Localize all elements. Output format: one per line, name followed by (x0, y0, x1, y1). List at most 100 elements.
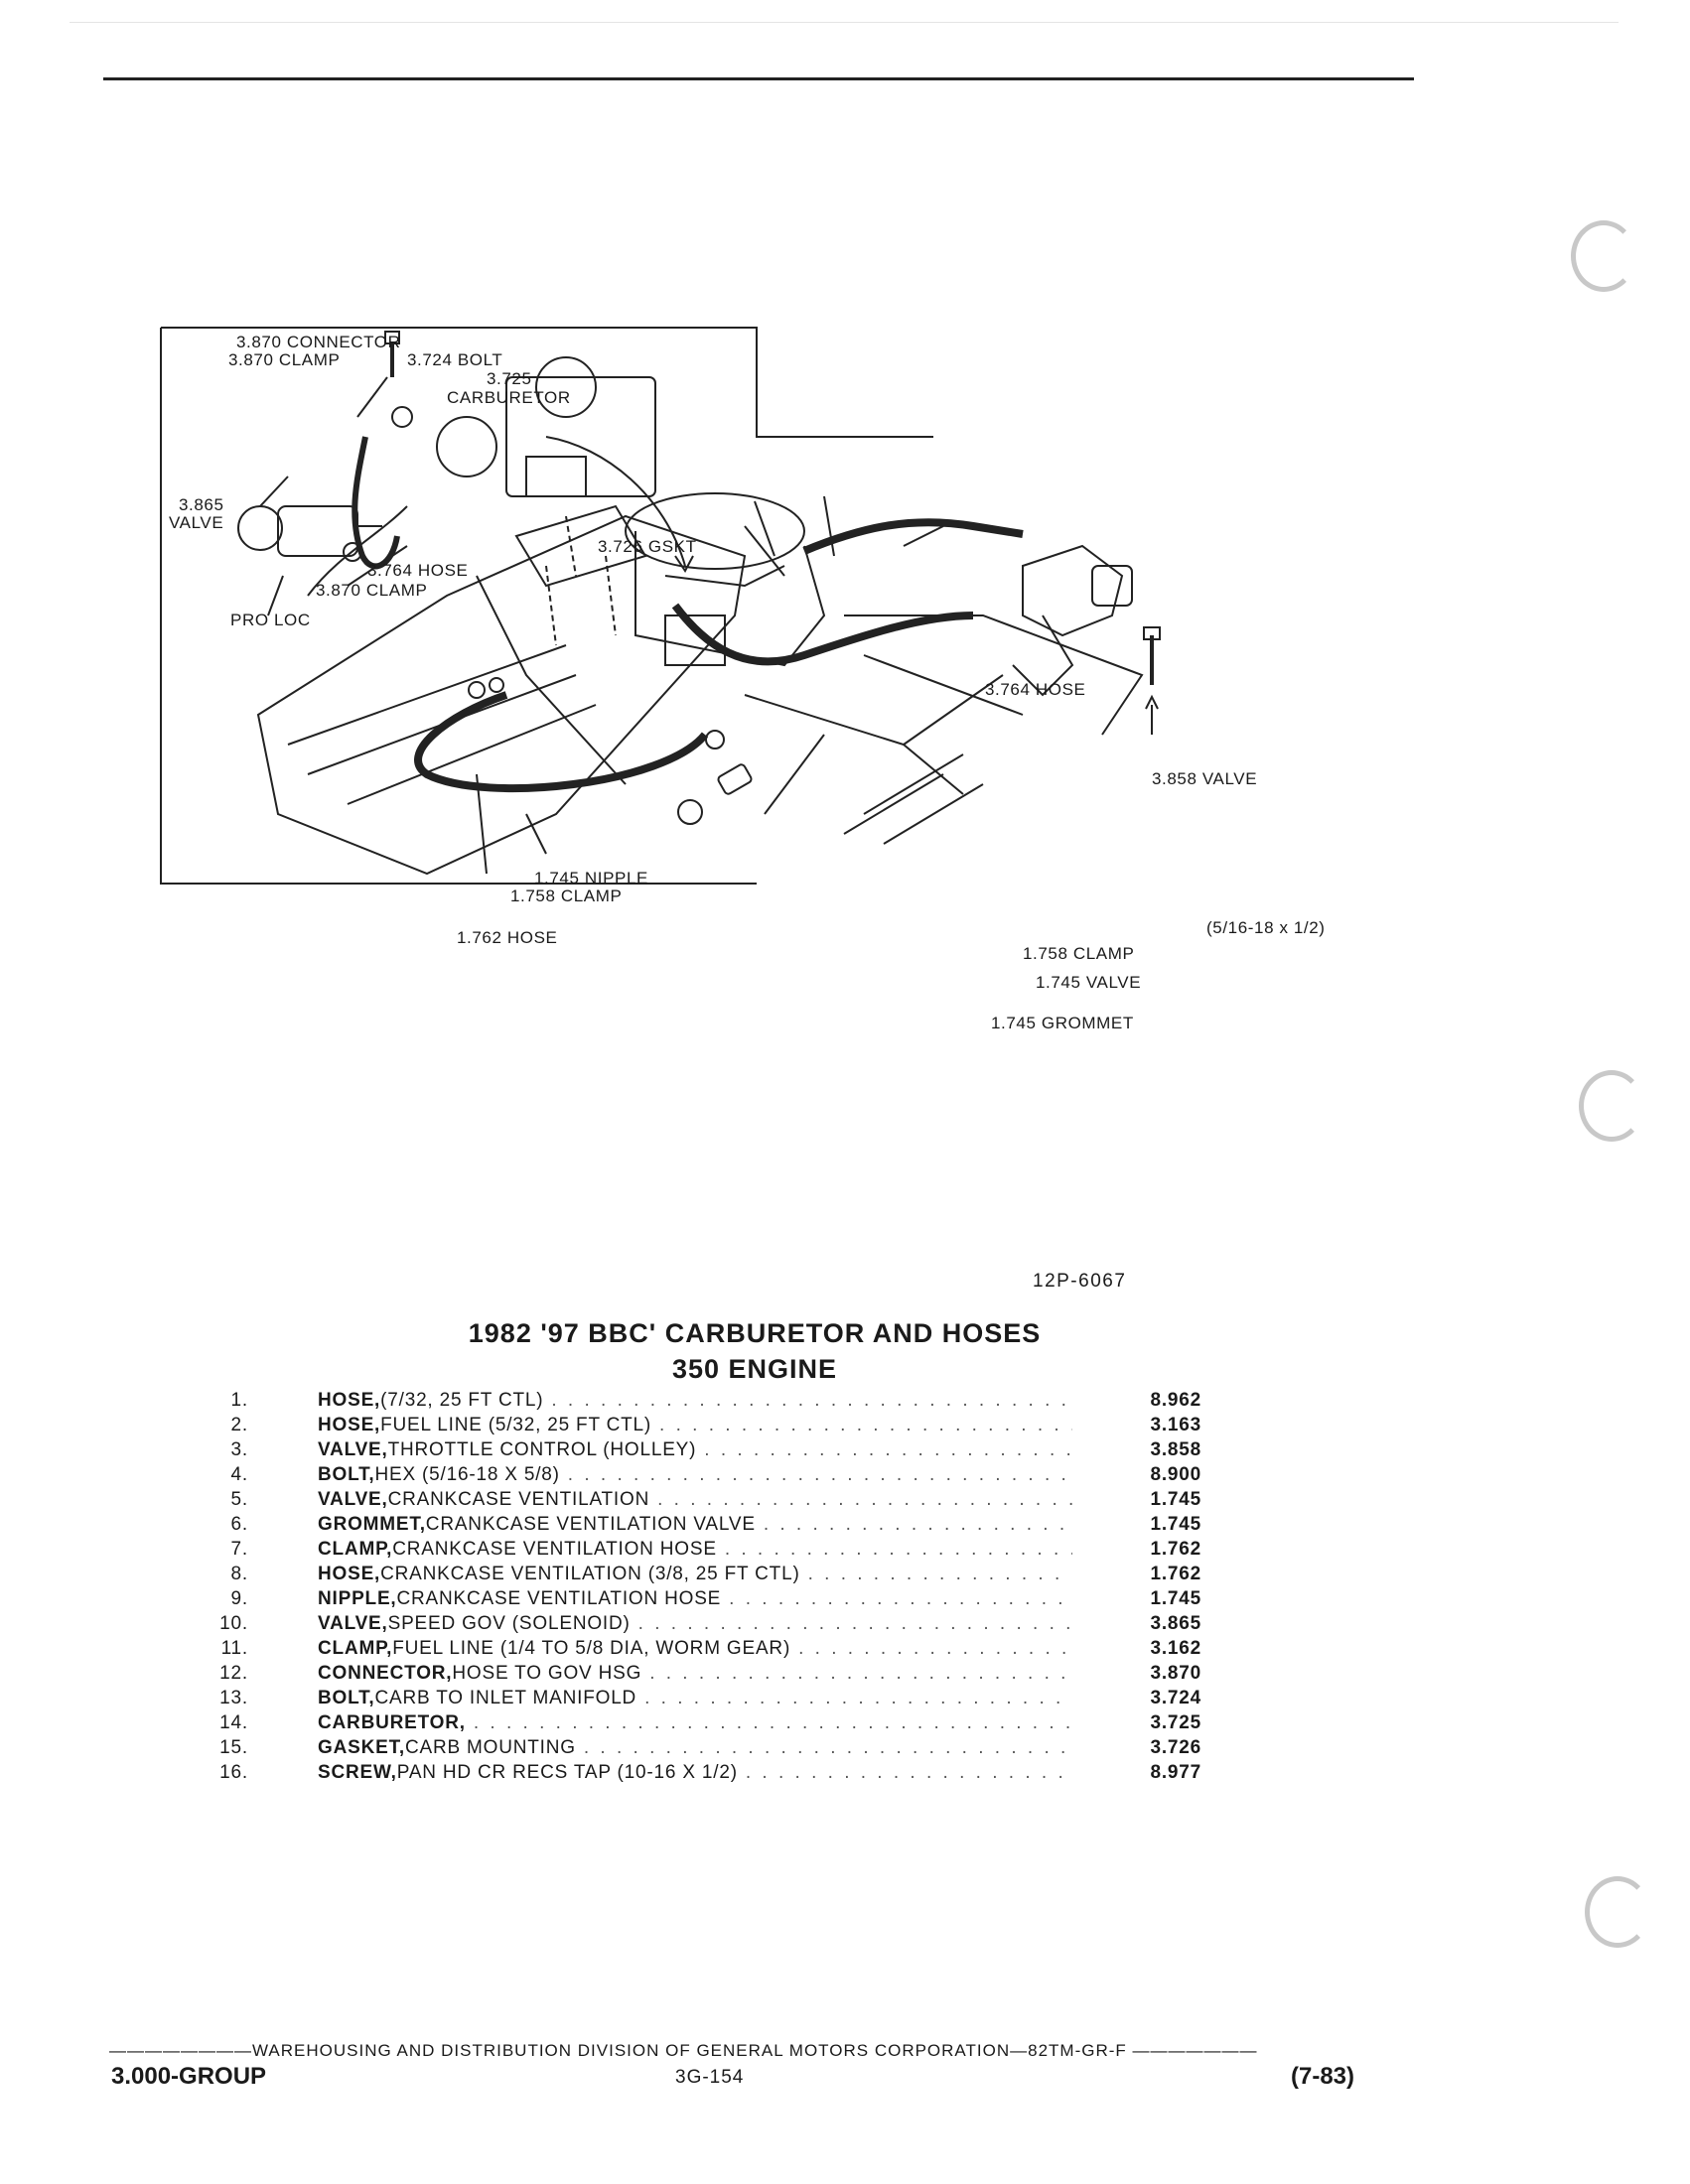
footer-page-number: 3G-154 (675, 2067, 745, 2088)
part-detail: CRANKCASE VENTILATION VALVE (425, 1514, 756, 1535)
dot-leader (631, 1613, 1072, 1635)
part-detail: HEX (5/16-18 X 5/8) (374, 1464, 560, 1485)
figure-code: 12P-6067 (1033, 1271, 1127, 1292)
part-group-number: 3.724 (1150, 1688, 1201, 1708)
label-clamp-3870-bottom: 3.870 CLAMP (316, 581, 427, 600)
binder-hole-icon (1579, 1070, 1644, 1142)
label-connector-3870: 3.870 CONNECTOR (236, 333, 401, 351)
part-detail: CRANKCASE VENTILATION HOSE (392, 1539, 717, 1560)
dot-leader (576, 1737, 1072, 1759)
parts-list-row: 4. BOLT, HEX (5/16-18 X 5/8) 8.900 (199, 1464, 1271, 1489)
part-number: 4. (230, 1464, 248, 1485)
label-bolt-size: (5/16-18 x 1/2) (1206, 918, 1326, 937)
label-valve-3865-word: VALVE (169, 513, 223, 532)
part-number: 7. (230, 1539, 248, 1560)
label-valve-3858: 3.858 VALVE (1152, 769, 1257, 788)
part-description: SCREW, PAN HD CR RECS TAP (10-16 X 1/2) (318, 1762, 1072, 1784)
speed-gov-valve-shape (277, 505, 358, 557)
part-description: VALVE, CRANKCASE VENTILATION (318, 1489, 1072, 1511)
part-description: HOSE, CRANKCASE VENTILATION (3/8, 25 FT … (318, 1564, 1072, 1585)
part-detail: THROTTLE CONTROL (HOLLEY) (387, 1439, 697, 1460)
part-name: NIPPLE, (318, 1588, 397, 1609)
part-number: 11. (220, 1638, 248, 1659)
carburetor-hoses-diagram: 3.870 CONNECTOR 3.870 CLAMP 3.724 BOLT 3… (160, 327, 1326, 1032)
part-description: CLAMP, FUEL LINE (1/4 TO 5/8 DIA, WORM G… (318, 1638, 1072, 1660)
part-group-number: 1.745 (1150, 1588, 1201, 1609)
parts-list-row: 7. CLAMP, CRANKCASE VENTILATION HOSE 1.7… (199, 1539, 1271, 1564)
label-gskt-3726: 3.726 GSKT (598, 537, 697, 556)
part-group-number: 3.163 (1150, 1415, 1201, 1435)
label-clamp-1758-right: 1.758 CLAMP (1023, 944, 1134, 963)
part-description: NIPPLE, CRANKCASE VENTILATION HOSE (318, 1588, 1072, 1610)
part-group-number: 8.900 (1150, 1464, 1201, 1485)
part-detail: SPEED GOV (SOLENOID) (387, 1613, 631, 1634)
part-group-number: 3.870 (1150, 1663, 1201, 1684)
part-detail: HOSE TO GOV HSG (452, 1663, 642, 1684)
part-number: 5. (230, 1489, 248, 1510)
parts-list: 1. HOSE, (7/32, 25 FT CTL) 8.962 2. HOSE… (199, 1390, 1271, 1787)
dot-leader (560, 1464, 1072, 1486)
footer-publisher: ————————WAREHOUSING AND DISTRIBUTION DIV… (109, 2041, 1258, 2060)
part-name: BOLT, (318, 1688, 375, 1708)
parts-list-row: 8. HOSE, CRANKCASE VENTILATION (3/8, 25 … (199, 1564, 1271, 1588)
part-group-number: 1.762 (1150, 1539, 1201, 1560)
parts-list-row: 9. NIPPLE, CRANKCASE VENTILATION HOSE 1.… (199, 1588, 1271, 1613)
parts-list-row: 14. CARBURETOR, 3.725 (199, 1712, 1271, 1737)
dot-leader (756, 1514, 1072, 1536)
part-description: CONNECTOR, HOSE TO GOV HSG (318, 1663, 1072, 1685)
part-description: VALVE, THROTTLE CONTROL (HOLLEY) (318, 1439, 1072, 1461)
part-number: 13. (219, 1688, 248, 1708)
part-number: 8. (230, 1564, 248, 1584)
dot-leader (800, 1564, 1072, 1585)
label-hose-3764-inset: 3.764 HOSE (367, 561, 468, 580)
part-name: BOLT, (318, 1464, 375, 1485)
part-description: VALVE, SPEED GOV (SOLENOID) (318, 1613, 1072, 1635)
part-group-number: 8.977 (1150, 1762, 1201, 1783)
pcv-valve-shape (717, 763, 753, 795)
dot-leader (651, 1415, 1072, 1436)
part-group-number: 8.962 (1150, 1390, 1201, 1411)
part-name: SCREW, (318, 1762, 397, 1783)
parts-list-row: 5. VALVE, CRANKCASE VENTILATION 1.745 (199, 1489, 1271, 1514)
part-group-number: 3.865 (1150, 1613, 1201, 1634)
dot-leader (717, 1539, 1072, 1561)
part-number: 6. (230, 1514, 248, 1535)
label-carburetor-3725-word: CARBURETOR (447, 388, 571, 407)
parts-list-row: 13. BOLT, CARB TO INLET MANIFOLD 3.724 (199, 1688, 1271, 1712)
label-valve-1745: 1.745 VALVE (1036, 973, 1141, 992)
parts-list-row: 15. GASKET, CARB MOUNTING 3.726 (199, 1737, 1271, 1762)
part-name: VALVE, (318, 1613, 388, 1634)
parts-list-row: 3. VALVE, THROTTLE CONTROL (HOLLEY) 3.85… (199, 1439, 1271, 1464)
page-title: 1982 '97 BBC' CARBURETOR AND HOSES (468, 1318, 1042, 1348)
part-name: HOSE, (318, 1415, 381, 1435)
part-description: BOLT, CARB TO INLET MANIFOLD (318, 1688, 1072, 1709)
header-rule (103, 77, 1414, 80)
dot-leader (721, 1588, 1072, 1610)
part-detail: FUEL LINE (5/32, 25 FT CTL) (380, 1415, 652, 1435)
footer-group: 3.000-GROUP (111, 2063, 267, 2090)
main-carburetor-shape (625, 492, 805, 570)
part-description: BOLT, HEX (5/16-18 X 5/8) (318, 1464, 1072, 1486)
part-detail: CRANKCASE VENTILATION HOSE (396, 1588, 722, 1609)
part-name: CONNECTOR, (318, 1663, 453, 1684)
part-group-number: 1.762 (1150, 1564, 1201, 1584)
part-detail: FUEL LINE (1/4 TO 5/8 DIA, WORM GEAR) (392, 1638, 791, 1659)
part-group-number: 3.726 (1150, 1737, 1201, 1758)
dot-leader (738, 1762, 1072, 1784)
dot-leader (696, 1439, 1072, 1461)
part-detail: PAN HD CR RECS TAP (10-16 X 1/2) (396, 1762, 738, 1783)
part-description: GROMMET, CRANKCASE VENTILATION VALVE (318, 1514, 1072, 1536)
scan-edge-line (70, 22, 1619, 23)
manifold-block (256, 514, 747, 876)
part-group-number: 1.745 (1150, 1489, 1201, 1510)
grommet-shape (677, 799, 703, 825)
part-number: 9. (230, 1588, 248, 1609)
part-name: GROMMET, (318, 1514, 426, 1535)
dot-leader (466, 1712, 1072, 1734)
binder-hole-icon (1571, 220, 1636, 292)
part-name: CLAMP, (318, 1539, 393, 1560)
part-description: CLAMP, CRANKCASE VENTILATION HOSE (318, 1539, 1072, 1561)
part-number: 3. (230, 1439, 248, 1460)
hose-3764-main (802, 518, 1024, 555)
